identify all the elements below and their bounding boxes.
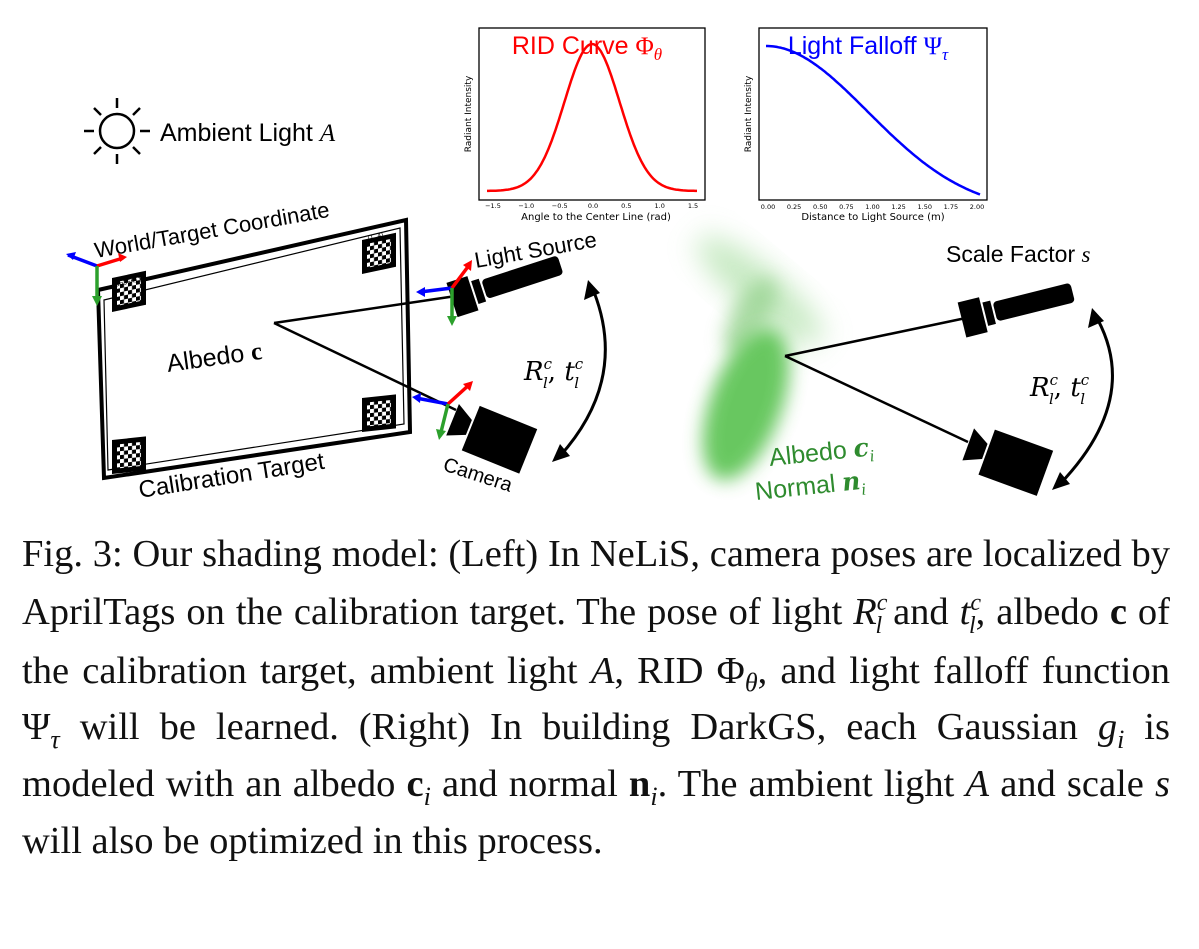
caption-text: Our shading model: (Left) In NeLiS, came… bbox=[22, 533, 1170, 633]
rid-chart-title: RID Curve Φθ bbox=[512, 32, 662, 64]
pose-arrow bbox=[552, 280, 607, 462]
light-axes-icon bbox=[416, 260, 472, 326]
apriltag bbox=[112, 436, 146, 474]
sym-A: A bbox=[590, 649, 615, 692]
sym-i: i bbox=[1117, 724, 1125, 754]
falloff-curve bbox=[766, 44, 981, 196]
tick-label: −1.5 bbox=[485, 202, 501, 210]
tick-label: 0.75 bbox=[839, 203, 853, 211]
sym-g: g bbox=[1097, 706, 1118, 749]
camera-icon-right bbox=[962, 428, 1054, 496]
calibration-target: tag36h11 (1, 4) bbox=[95, 217, 413, 481]
rid-curve bbox=[487, 42, 697, 193]
caption-text: and scale bbox=[989, 762, 1156, 805]
caption-text: and bbox=[882, 590, 960, 633]
flashlight-icon-right bbox=[957, 283, 1075, 338]
tick-label: 0.0 bbox=[588, 202, 598, 210]
caption-text: of the calibration target, ambient light bbox=[22, 590, 1170, 692]
falloff-chart-title: Light Falloff Ψτ bbox=[788, 32, 949, 64]
sym-R: R bbox=[853, 590, 877, 633]
falloff-chart-xlabel: Distance to Light Source (m) bbox=[801, 212, 944, 223]
tick-label: −1.0 bbox=[518, 202, 534, 210]
falloff-chart-frame bbox=[758, 27, 988, 201]
normal-ni-label: Normal ni bbox=[754, 466, 868, 510]
light-ray-line-right bbox=[784, 316, 967, 358]
flashlight-icon bbox=[446, 256, 563, 318]
figure-caption: Fig. 3: Our shading model: (Left) In NeL… bbox=[22, 532, 1170, 864]
rid-chart-xlabel: Angle to the Center Line (rad) bbox=[521, 212, 671, 223]
tick-label: 2.00 bbox=[970, 203, 984, 211]
caption-text: . The ambient light bbox=[657, 762, 966, 805]
tick-label: 0.50 bbox=[813, 203, 827, 211]
sym-i: i bbox=[423, 781, 431, 811]
caption-text: will also be optimized in this process. bbox=[22, 819, 603, 862]
shading-model-figure: Ambient Light A RID Curve Φθ Radiant Int… bbox=[66, 27, 1114, 510]
sym-c: c bbox=[1109, 590, 1127, 633]
sym-A: A bbox=[965, 762, 990, 805]
ambient-light-label: Ambient Light A bbox=[160, 119, 336, 147]
sym-s: s bbox=[1155, 762, 1170, 805]
camera-ray-line-right bbox=[784, 354, 969, 444]
sym-c: c bbox=[406, 762, 424, 805]
rid-chart: RID Curve Φθ Radiant Intensity −1.5−1.0−… bbox=[464, 27, 706, 223]
tick-label: 1.25 bbox=[891, 203, 905, 211]
camera-axes-icon bbox=[412, 381, 473, 440]
albedo-ci-label: Albedo ci bbox=[768, 432, 876, 476]
camera-ray-line bbox=[273, 321, 457, 412]
apriltag bbox=[112, 270, 146, 312]
apriltag bbox=[362, 394, 396, 432]
sym-tau: τ bbox=[50, 724, 60, 754]
tick-label: 1.50 bbox=[918, 203, 932, 211]
sym-i: i bbox=[650, 781, 658, 811]
sym-sup: c bbox=[970, 590, 981, 616]
sym-Phi: Φ bbox=[716, 649, 745, 692]
tick-label: 0.5 bbox=[621, 202, 631, 210]
scale-factor-label: Scale Factor s bbox=[946, 241, 1091, 267]
gaussian-blobs bbox=[697, 235, 823, 481]
apriltag-id-label: (1, 4) bbox=[367, 232, 384, 242]
sym-n: n bbox=[628, 762, 651, 805]
falloff-chart-ylabel: Radiant Intensity bbox=[744, 75, 754, 152]
camera-icon bbox=[446, 403, 538, 474]
sym-theta: θ bbox=[744, 668, 758, 698]
tick-label: 0.25 bbox=[787, 203, 801, 211]
sym-sup: c bbox=[876, 590, 888, 616]
figure-label: Fig. 3: bbox=[22, 533, 123, 575]
caption-text: , and light falloff function bbox=[757, 649, 1170, 692]
falloff-chart-xticks: 0.00 0.25 0.50 0.75 1.00 1.25 1.50 1.75 2.00 bbox=[761, 203, 984, 211]
rid-chart-xticks: −1.5 −1.0 −0.5 0.0 0.5 1.0 1.5 bbox=[485, 202, 698, 210]
sym-sub: l bbox=[875, 612, 883, 639]
caption-text: will be learned. (Right) In building Dar… bbox=[59, 706, 1098, 749]
world-axes-icon bbox=[66, 252, 127, 306]
tick-label: 1.0 bbox=[655, 202, 665, 210]
sun-icon bbox=[84, 98, 150, 164]
caption-text: and normal bbox=[430, 762, 629, 805]
caption-text: is modeled with an albedo bbox=[22, 706, 1170, 805]
tick-label: 1.5 bbox=[688, 202, 698, 210]
sym-t: t bbox=[959, 590, 971, 633]
caption-text: , albedo bbox=[975, 590, 1110, 633]
sym-Psi: Ψ bbox=[22, 706, 51, 749]
rid-chart-frame bbox=[478, 27, 706, 201]
tick-label: −0.5 bbox=[552, 202, 568, 210]
apriltag bbox=[362, 232, 396, 274]
sym-sub: l bbox=[969, 612, 976, 639]
tick-label: 1.00 bbox=[865, 203, 879, 211]
tick-label: 0.00 bbox=[761, 203, 775, 211]
pose-arrow-right bbox=[1052, 308, 1114, 490]
light-ray-line bbox=[273, 294, 457, 325]
rid-chart-ylabel: Radiant Intensity bbox=[464, 75, 474, 152]
caption-text: , RID bbox=[614, 649, 717, 692]
tick-label: 1.75 bbox=[944, 203, 958, 211]
